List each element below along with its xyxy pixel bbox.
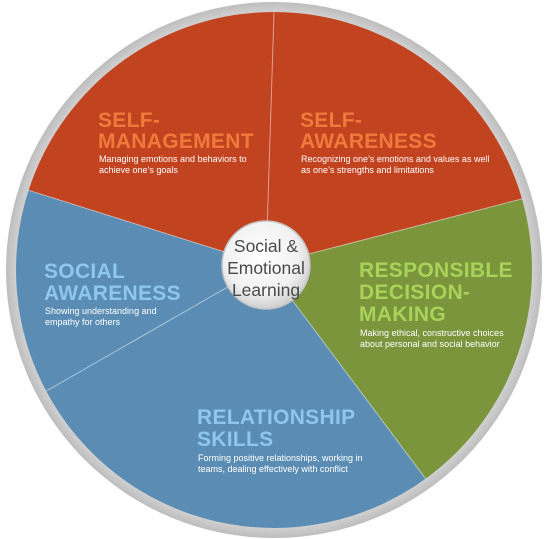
- self-management-desc-line-2: achieve one’s goals: [99, 165, 178, 175]
- responsible-desc-line-1: Making ethical, constructive choices: [360, 328, 504, 338]
- label-self-awareness: SELF- AWARENESS Recognizing one’s emotio…: [300, 109, 489, 175]
- label-relationship-skills: RELATIONSHIP SKILLS Forming positive rel…: [197, 406, 363, 474]
- segment-social-awareness: [15, 190, 266, 392]
- relationship-title-line-2: SKILLS: [197, 428, 273, 451]
- label-self-management: SELF- MANAGEMENT Managing emotions and b…: [98, 109, 254, 175]
- responsible-title-line-2: DECISION-: [359, 281, 470, 304]
- responsible-desc-line-2: about personal and social behavior: [360, 339, 500, 349]
- self-management-title-line-2: MANAGEMENT: [98, 130, 254, 153]
- self-awareness-desc-line-2: as one’s strengths and limitations: [301, 165, 434, 175]
- center-label-line-1: Social &: [234, 236, 299, 256]
- self-management-title-line-1: SELF-: [98, 109, 160, 132]
- responsible-title-line-3: MAKING: [359, 303, 446, 326]
- label-responsible-decision-making: RESPONSIBLE DECISION- MAKING Making ethi…: [359, 259, 513, 349]
- relationship-desc-line-2: teams, dealing effectively with conflict: [198, 464, 348, 474]
- relationship-desc-line-1: Forming positive relationships, working …: [198, 453, 363, 463]
- social-awareness-title-line-1: SOCIAL: [44, 260, 125, 283]
- segment-responsible-decision-making: [266, 198, 532, 479]
- self-awareness-title-line-1: SELF-: [300, 109, 362, 132]
- self-management-desc-line-1: Managing emotions and behaviors to: [99, 154, 247, 164]
- segments: [15, 12, 532, 528]
- self-awareness-desc-line-1: Recognizing one’s emotions and values as…: [301, 154, 489, 164]
- segment-self-awareness: [266, 12, 522, 265]
- self-awareness-title-line-2: AWARENESS: [300, 130, 437, 153]
- relationship-title-line-1: RELATIONSHIP: [197, 406, 355, 429]
- segment-relationship-skills: [46, 265, 426, 528]
- center-hub: Social & Emotional Learning: [221, 220, 311, 310]
- center-label-line-3: Learning: [232, 280, 300, 300]
- center-hub-circle: [221, 220, 311, 310]
- label-social-awareness: SOCIAL AWARENESS Showing understanding a…: [44, 260, 181, 327]
- social-awareness-title-line-2: AWARENESS: [44, 282, 181, 305]
- center-label-line-2: Emotional: [227, 258, 305, 278]
- responsible-title-line-1: RESPONSIBLE: [359, 259, 513, 282]
- social-awareness-desc-line-2: empathy for others: [45, 317, 121, 327]
- segment-self-management: [28, 12, 274, 265]
- social-awareness-desc-line-1: Showing understanding and: [45, 306, 157, 316]
